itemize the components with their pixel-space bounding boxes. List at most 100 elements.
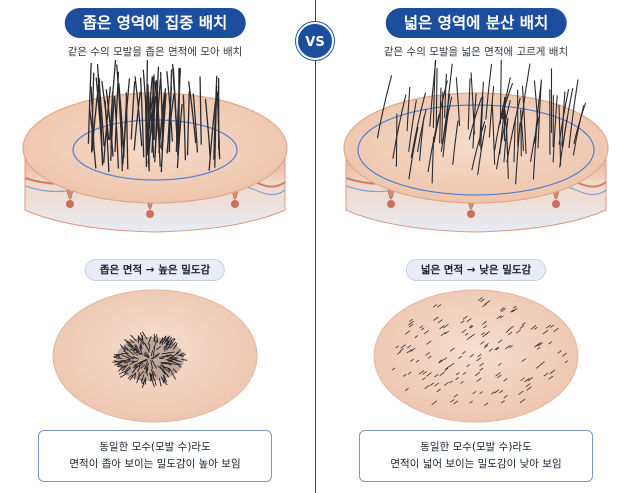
scalp-surface	[373, 289, 579, 423]
hair-stub	[168, 358, 176, 361]
hair-stub	[140, 364, 145, 369]
hair-strand	[208, 101, 217, 171]
hair-strand	[419, 116, 425, 161]
hair-stub	[134, 344, 137, 350]
density-label: 넓은 면적 → 낮은 밀도감	[405, 259, 547, 281]
hair-stub	[150, 350, 153, 357]
hair-stub	[430, 382, 434, 386]
hair-strand	[186, 91, 190, 156]
hair-stub	[168, 360, 175, 363]
hair-stub	[161, 352, 171, 355]
area-boundary	[72, 119, 238, 181]
hair-stub	[163, 346, 168, 352]
hair-strand	[442, 93, 451, 143]
hair-stub	[462, 351, 466, 355]
hair-stub	[553, 327, 559, 332]
hair-stub	[460, 320, 465, 324]
hair-stub	[140, 342, 143, 350]
hair-stub	[434, 374, 439, 378]
hair-stub	[543, 372, 549, 377]
hair-stub	[119, 372, 129, 378]
hair-strand	[155, 79, 161, 149]
hair-strand	[506, 130, 509, 179]
hair-strand	[133, 91, 141, 151]
hair-stub	[550, 324, 554, 328]
hair-stub	[163, 343, 170, 348]
hair-strand	[488, 85, 495, 138]
caption-box: 동일한 모수(모발 수)라도 면적이 넓어 보이는 밀도감이 낮아 보임	[359, 430, 593, 482]
hair-stub	[143, 352, 150, 359]
hair-stub	[496, 315, 502, 320]
hair-stub	[403, 373, 407, 377]
hair-strand	[87, 62, 92, 144]
hair-stub	[469, 353, 474, 358]
hair-stub	[469, 325, 473, 328]
hair-strand	[503, 117, 509, 163]
hair-stub	[427, 355, 432, 359]
hair-stub	[165, 337, 172, 345]
hair-stub	[414, 335, 418, 338]
hair-strand	[455, 77, 461, 127]
hair-stub	[455, 377, 459, 380]
caption-box: 동일한 모수(모발 수)라도 면적이 좁아 보이는 밀도감이 높아 보임	[38, 430, 272, 482]
center-divider	[315, 0, 316, 493]
hair-stub	[138, 362, 144, 368]
hair-stub	[512, 307, 518, 312]
hair-stub	[400, 344, 406, 349]
hair-strand	[166, 71, 174, 142]
hair-strand	[216, 91, 221, 160]
hair-stub	[525, 383, 531, 387]
hair-stub	[469, 325, 474, 329]
hair-stub	[542, 329, 549, 335]
hair-stub	[479, 391, 483, 395]
hair-stub	[548, 341, 553, 345]
hair-stub	[165, 357, 172, 361]
follicle-bulb	[552, 200, 560, 208]
hair-stub	[129, 361, 136, 366]
hair-stub	[449, 347, 455, 352]
hair-stub	[515, 329, 521, 334]
hair-strand	[101, 80, 110, 140]
hair-stub	[434, 382, 439, 387]
hair-strand	[513, 117, 516, 163]
hair-stub	[439, 325, 445, 330]
hair-stub	[144, 343, 150, 352]
hair-stub	[519, 325, 525, 329]
hair-stub	[494, 346, 499, 351]
hair-stub	[500, 315, 504, 319]
hair-stub	[500, 400, 505, 404]
hair-stub	[137, 335, 144, 343]
hair-stub	[134, 347, 139, 353]
hair-stub	[124, 361, 130, 364]
hair-strand	[119, 114, 123, 172]
hair-stub	[132, 365, 138, 369]
caption-line: 동일한 모수(모발 수)라도	[420, 441, 532, 453]
hair-stub	[152, 370, 157, 377]
hair-strand	[158, 92, 166, 153]
hair-stub	[508, 331, 513, 336]
hair-stub	[501, 308, 506, 312]
hair-stub	[148, 343, 151, 353]
hair-stub	[510, 309, 514, 313]
hair-stub	[476, 377, 482, 382]
hair-stub	[509, 345, 513, 348]
hair-strand	[171, 63, 178, 144]
hair-strand	[159, 71, 164, 140]
skin-surface	[343, 92, 609, 204]
caption-line: 면적이 넓어 보이는 밀도감이 낮아 보임	[390, 458, 562, 470]
hair-strand	[142, 69, 150, 158]
hair-stub	[466, 335, 473, 341]
hair-stub	[406, 349, 412, 354]
hair-stub	[527, 377, 533, 382]
hair-stub	[180, 353, 186, 357]
hair-stub	[137, 366, 141, 372]
hair-stub	[479, 367, 484, 371]
hair-strand	[118, 83, 125, 151]
hair-strand	[496, 100, 511, 170]
hair-stub	[164, 336, 169, 342]
hair-stub	[483, 345, 488, 349]
hair-stub	[121, 354, 130, 359]
hair-stub	[462, 372, 467, 375]
hair-stub	[127, 349, 135, 356]
hair-strand	[452, 120, 459, 166]
